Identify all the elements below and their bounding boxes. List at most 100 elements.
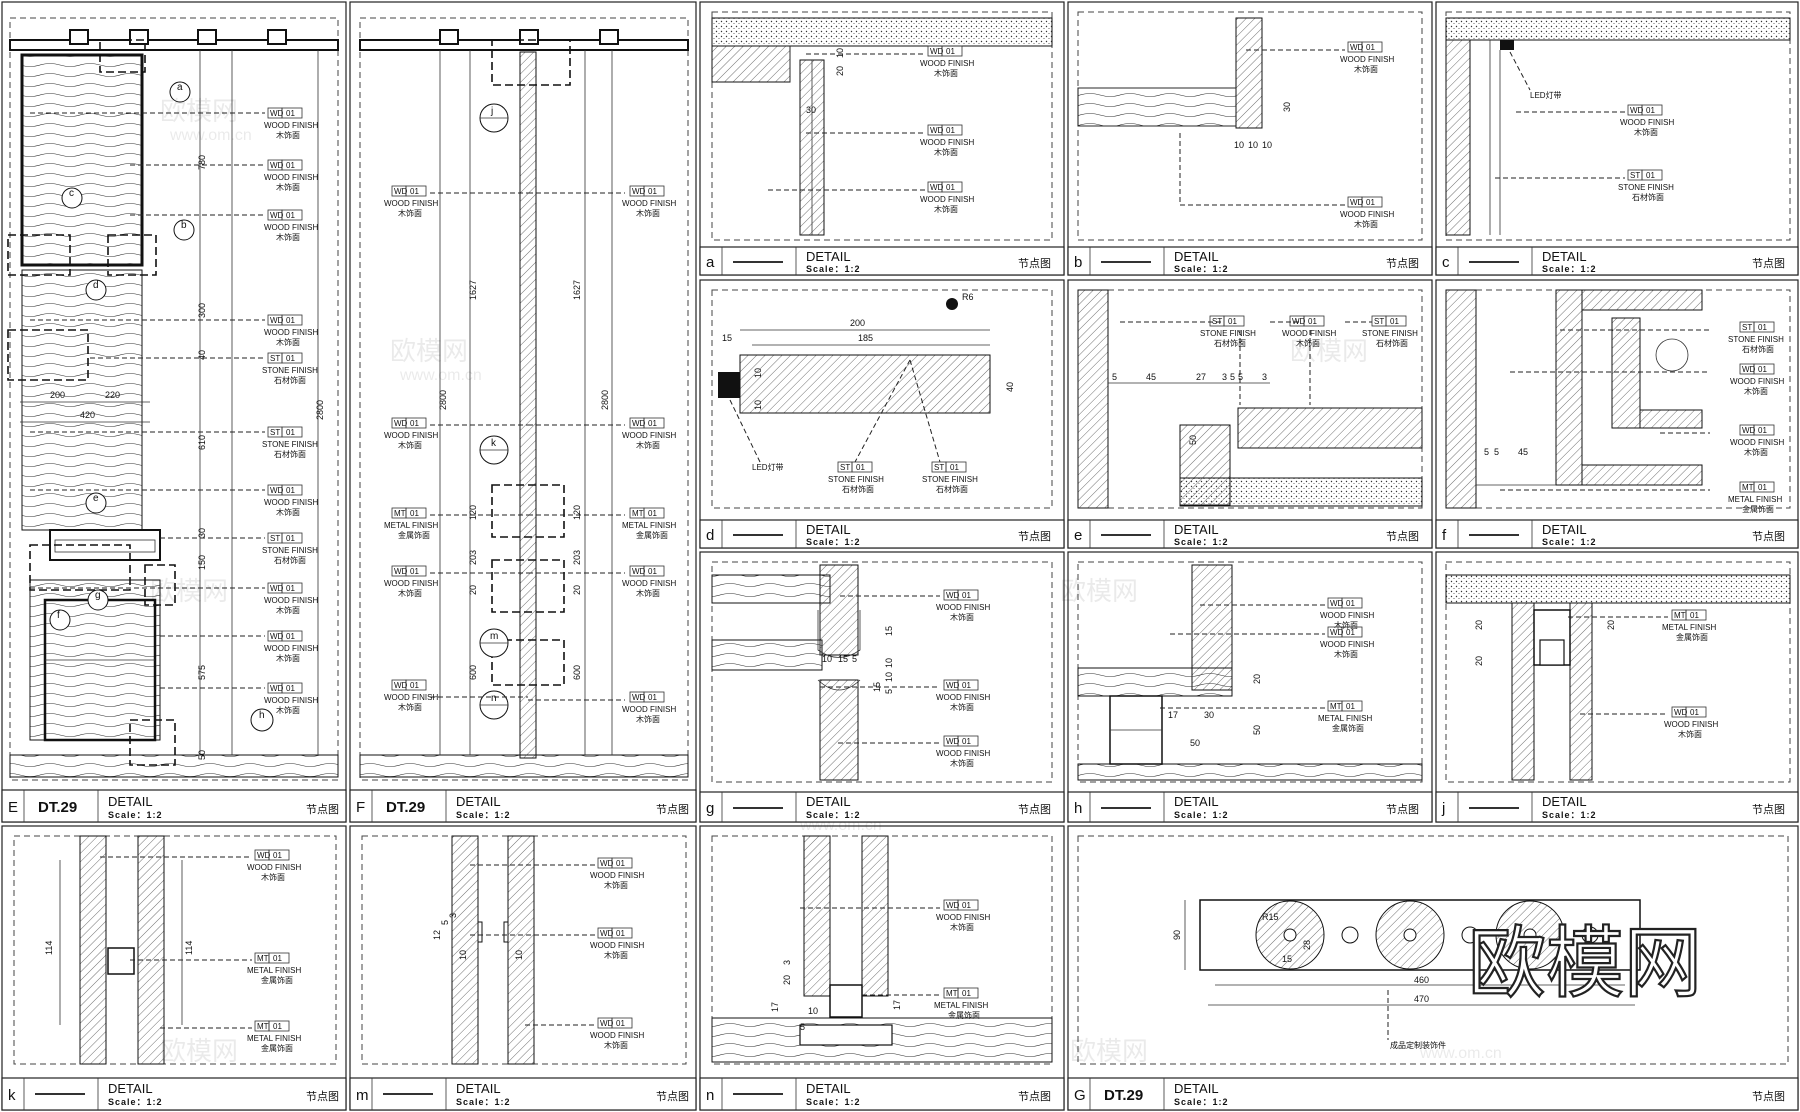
callout-bubble-b: b	[173, 219, 195, 241]
panel-title-block: f DETAIL Scale：1:2 节点图	[1435, 519, 1799, 549]
svg-text:木饰面: 木饰面	[934, 68, 958, 78]
svg-text:200: 200	[50, 390, 65, 400]
svg-text:203: 203	[572, 550, 582, 565]
svg-text:01: 01	[286, 211, 295, 220]
svg-text:WD: WD	[270, 316, 284, 325]
svg-text:DETAIL: DETAIL	[1174, 249, 1219, 264]
svg-text:木饰面: 木饰面	[934, 147, 958, 157]
svg-text:e: e	[93, 493, 99, 504]
svg-text:5: 5	[884, 689, 894, 694]
svg-text:MT: MT	[257, 1022, 269, 1031]
svg-text:Scale：1:2: Scale：1:2	[108, 1097, 163, 1107]
panel-title-block: j DETAIL Scale：1:2 节点图	[1435, 791, 1799, 823]
svg-text:40: 40	[197, 350, 207, 360]
svg-text:5: 5	[1112, 372, 1117, 382]
svg-text:5: 5	[440, 920, 450, 925]
svg-text:01: 01	[1308, 317, 1317, 326]
svg-text:木饰面: 木饰面	[604, 950, 628, 960]
svg-text:114: 114	[44, 941, 54, 955]
svg-text:木饰面: 木饰面	[950, 612, 974, 622]
svg-text:600: 600	[572, 665, 582, 680]
svg-text:节点图: 节点图	[1018, 1090, 1051, 1103]
svg-text:MT: MT	[632, 509, 644, 518]
svg-text:WOOD FINISH: WOOD FINISH	[384, 431, 438, 440]
svg-text:WD: WD	[600, 929, 614, 938]
svg-text:欧模网: 欧模网	[150, 577, 228, 607]
svg-text:01: 01	[1758, 483, 1767, 492]
svg-text:DETAIL: DETAIL	[1174, 794, 1219, 809]
svg-text:10: 10	[835, 48, 845, 58]
svg-text:欧模网: 欧模网	[160, 1037, 238, 1067]
svg-text:ST: ST	[270, 534, 280, 543]
svg-text:5: 5	[800, 1022, 805, 1032]
svg-text:n: n	[706, 1087, 714, 1104]
svg-text:石材饰面: 石材饰面	[274, 375, 306, 385]
svg-text:STONE FINISH: STONE FINISH	[922, 475, 978, 484]
svg-text:DT.29: DT.29	[38, 799, 77, 816]
svg-text:STONE FINISH: STONE FINISH	[1200, 329, 1256, 338]
svg-text:114: 114	[184, 941, 194, 955]
svg-text:01: 01	[410, 187, 419, 196]
svg-text:金属饰面: 金属饰面	[261, 975, 293, 985]
svg-text:30: 30	[197, 528, 207, 538]
svg-text:01: 01	[946, 183, 955, 192]
svg-text:h: h	[1074, 800, 1082, 817]
svg-text:石材饰面: 石材饰面	[936, 484, 968, 494]
svg-text:METAL FINISH: METAL FINISH	[622, 521, 676, 530]
panel-F: j k m n 1627 1627 2800 2800 120 120 203 …	[349, 1, 697, 823]
svg-text:Scale：1:2: Scale：1:2	[1174, 1097, 1229, 1107]
svg-text:WOOD FINISH: WOOD FINISH	[1620, 118, 1674, 127]
svg-text:01: 01	[1758, 365, 1767, 374]
svg-text:20: 20	[468, 585, 478, 595]
svg-text:10: 10	[884, 658, 894, 668]
svg-text:WD: WD	[1330, 599, 1344, 608]
svg-text:15: 15	[722, 333, 732, 343]
svg-text:ST: ST	[934, 463, 944, 472]
svg-text:木饰面: 木饰面	[934, 204, 958, 214]
svg-text:WOOD FINISH: WOOD FINISH	[622, 579, 676, 588]
svg-text:Scale：1:2: Scale：1:2	[806, 810, 861, 820]
svg-text:Scale：1:2: Scale：1:2	[456, 1097, 511, 1107]
svg-text:WOOD FINISH: WOOD FINISH	[264, 696, 318, 705]
svg-text:01: 01	[286, 584, 295, 593]
svg-text:金属饰面: 金属饰面	[948, 1010, 980, 1020]
brand-logo: 欧模网	[1468, 919, 1702, 1009]
callout-bubble-d: d	[85, 279, 107, 301]
panel-title-block: F DT.29 DETAIL Scale：1:2 节点图	[349, 789, 697, 823]
svg-text:01: 01	[648, 187, 657, 196]
svg-text:20: 20	[1474, 620, 1484, 630]
svg-text:2800: 2800	[600, 390, 610, 410]
svg-text:木饰面: 木饰面	[1296, 338, 1320, 348]
svg-text:METAL FINISH: METAL FINISH	[247, 1034, 301, 1043]
svg-text:3: 3	[782, 960, 792, 965]
svg-text:成品定制装饰件: 成品定制装饰件	[1390, 1040, 1446, 1050]
svg-text:WD: WD	[946, 737, 960, 746]
svg-text:WOOD FINISH: WOOD FINISH	[936, 693, 990, 702]
svg-text:185: 185	[858, 333, 873, 343]
svg-text:DT.29: DT.29	[386, 799, 425, 816]
svg-text:WD: WD	[1292, 317, 1306, 326]
panel-title-block: E DT.29 DETAIL Scale：1:2 节点图	[1, 789, 347, 823]
svg-text:01: 01	[950, 463, 959, 472]
svg-text:金属饰面: 金属饰面	[1332, 723, 1364, 733]
svg-text:ST: ST	[1212, 317, 1222, 326]
svg-text:k: k	[491, 438, 497, 449]
svg-text:WD: WD	[600, 859, 614, 868]
svg-text:420: 420	[80, 410, 95, 420]
svg-text:c: c	[69, 188, 74, 199]
svg-text:木饰面: 木饰面	[261, 872, 285, 882]
svg-text:节点图: 节点图	[1386, 803, 1419, 816]
panel-title-block: m DETAIL Scale：1:2 节点图	[349, 1077, 697, 1111]
svg-text:30: 30	[1204, 710, 1214, 720]
